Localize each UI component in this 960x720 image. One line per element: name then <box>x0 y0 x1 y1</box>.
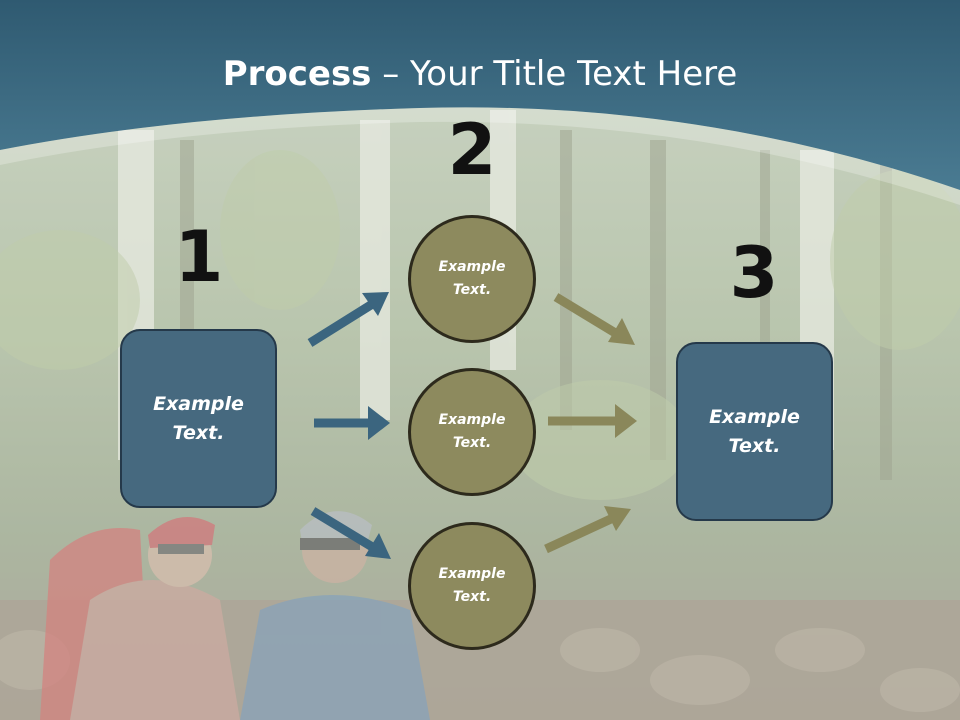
step-number-1: 1 <box>174 216 224 298</box>
process-circle-1-text: Example Text. <box>438 259 506 298</box>
process-box-output-text: Example Text. <box>709 405 800 457</box>
process-box-output: Example Text. <box>676 342 833 521</box>
step-number-3: 3 <box>729 232 779 314</box>
step-number-2: 2 <box>447 109 497 191</box>
process-box-input: Example Text. <box>120 329 277 508</box>
title-rest: – Your Title Text Here <box>371 54 738 94</box>
process-circle-2-text: Example Text. <box>438 412 506 451</box>
page-title: Process – Your Title Text Here <box>0 52 960 96</box>
process-circle-1: Example Text. <box>408 215 536 343</box>
process-circle-3: Example Text. <box>408 522 536 650</box>
process-circle-3-text: Example Text. <box>438 566 506 605</box>
title-bold: Process <box>222 54 372 94</box>
process-box-input-text: Example Text. <box>153 392 244 444</box>
process-circle-2: Example Text. <box>408 368 536 496</box>
